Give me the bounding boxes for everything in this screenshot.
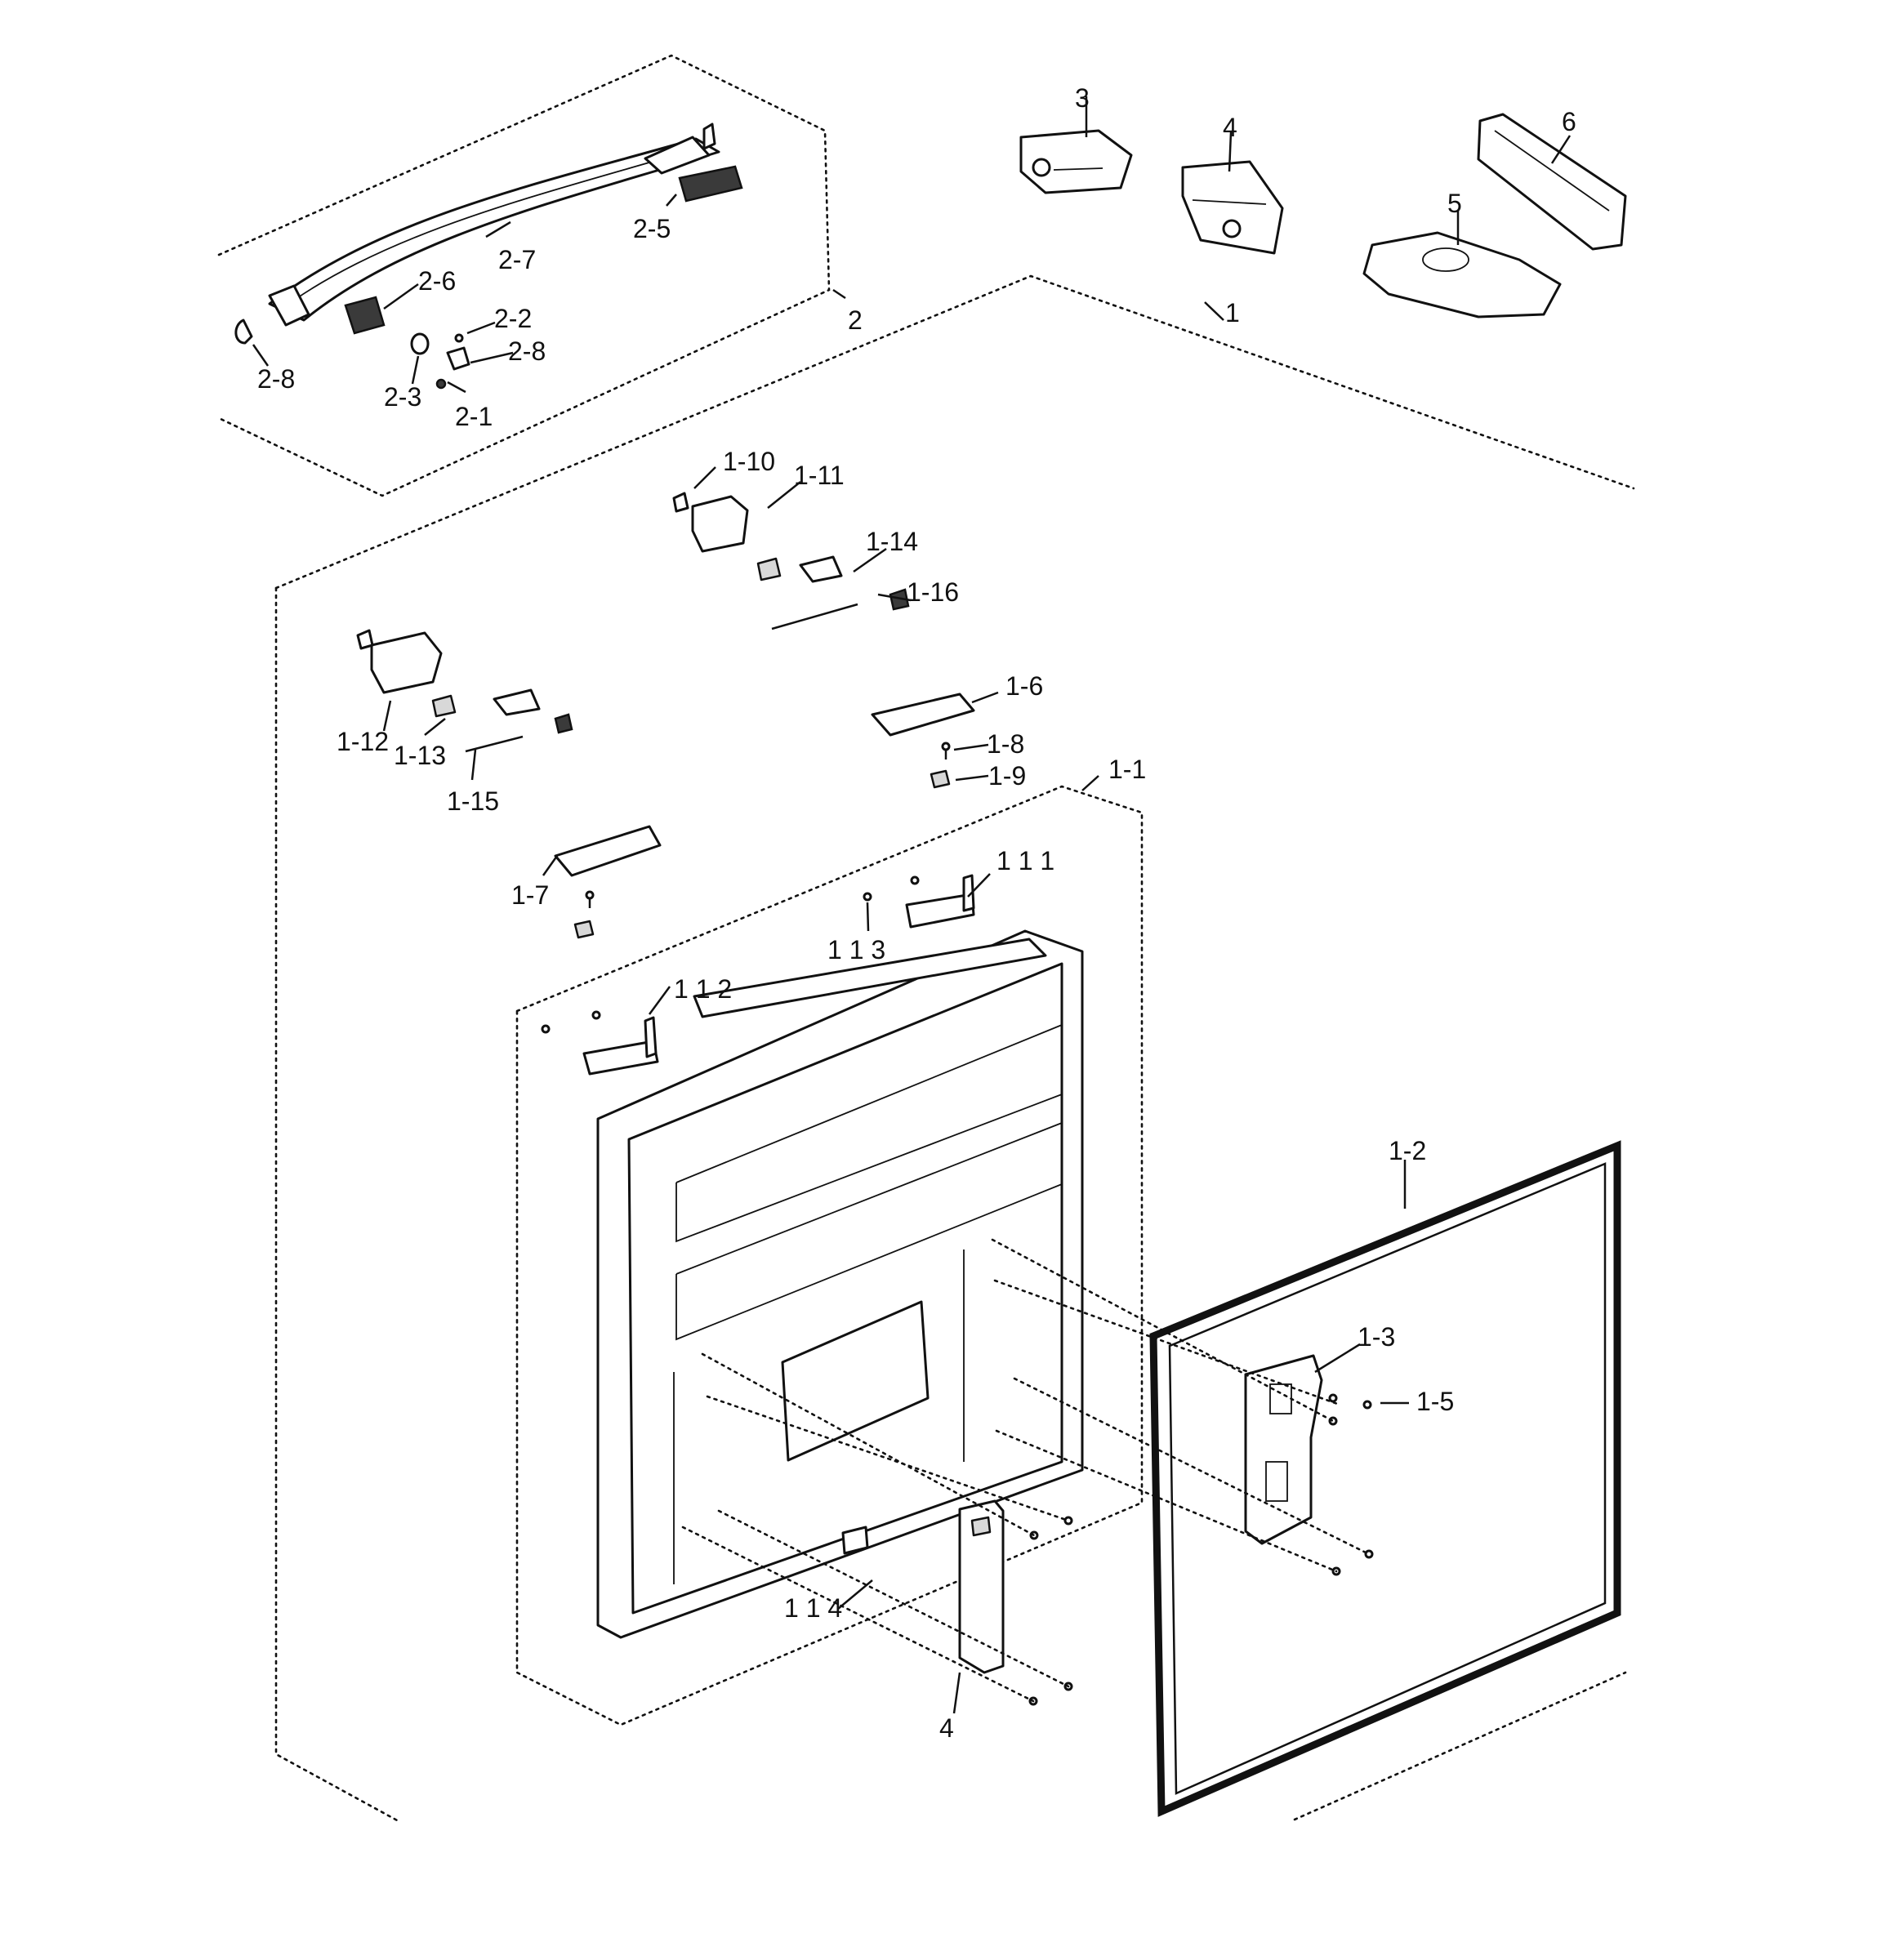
label-2: 2 <box>848 305 863 335</box>
label-1-15: 1-15 <box>447 786 500 816</box>
label-1-14: 1-14 <box>866 527 919 556</box>
hinge-icon-4 <box>1181 160 1284 255</box>
cover-icon-1-6 <box>871 693 975 737</box>
label-2-8-left: 2-8 <box>257 364 296 394</box>
hinge-cover-icon-5 <box>1362 231 1562 318</box>
boundary-door-assembly <box>274 274 1635 590</box>
upper-hinge-left-icon <box>356 629 573 753</box>
boundary-door-assembly-left <box>274 586 400 1823</box>
hinge-icon-3 <box>1019 129 1133 194</box>
label-1-5: 1-5 <box>1416 1387 1455 1416</box>
upper-hinge-right-icon <box>672 492 910 630</box>
group-boundaries <box>217 54 1635 1823</box>
label-2-2: 2-2 <box>494 304 533 333</box>
label-1-13: 1-13 <box>394 741 447 770</box>
label-2-7: 2-7 <box>498 245 537 274</box>
label-4-bottom: 4 <box>939 1713 954 1743</box>
bracket-icon-1-1-1 <box>863 874 975 929</box>
gasket-icon <box>1149 1140 1621 1817</box>
label-2-5: 2-5 <box>633 214 671 243</box>
door-panel-icon <box>596 929 1084 1639</box>
leader-lines <box>252 96 1572 1714</box>
label-5: 5 <box>1447 189 1462 218</box>
hinge-plate-icon-1-3 <box>1244 1354 1323 1545</box>
hinge-cover-icon-6 <box>1477 113 1627 251</box>
label-2-1: 2-1 <box>455 402 493 431</box>
label-1-1-1: 1 1 1 <box>996 846 1055 875</box>
screw-icons-small <box>573 742 951 939</box>
label-2-3: 2-3 <box>384 382 422 412</box>
label-1-7: 1-7 <box>511 880 550 910</box>
label-1-1-2: 1 1 2 <box>674 974 733 1004</box>
label-1-9: 1-9 <box>988 761 1027 791</box>
label-1-2: 1-2 <box>1389 1136 1427 1165</box>
boundary-door-assembly-right <box>1293 1671 1627 1821</box>
hinge-plate-icon-4 <box>958 1499 1005 1674</box>
handle-end-cap-icon <box>234 122 716 345</box>
cover-icon-1-7 <box>554 825 662 877</box>
label-6: 6 <box>1562 107 1576 136</box>
label-1-8: 1-8 <box>987 729 1025 759</box>
label-2-8-right: 2-8 <box>508 336 546 366</box>
bracket-icon-1-1-2 <box>541 1010 659 1076</box>
handle-fasteners-icon <box>410 332 470 390</box>
boundary-door-panel <box>515 785 1144 1726</box>
label-1-10: 1-10 <box>723 447 776 476</box>
label-1-6: 1-6 <box>1005 671 1044 701</box>
label-2-6: 2-6 <box>418 266 457 296</box>
label-1-3: 1-3 <box>1358 1322 1396 1352</box>
label-1: 1 <box>1225 298 1240 327</box>
label-4: 4 <box>1223 113 1237 142</box>
label-1-1-4: 1 1 4 <box>784 1593 843 1623</box>
assembly-lines <box>681 1238 1371 1703</box>
handle-insert-icon <box>344 165 743 335</box>
label-3: 3 <box>1075 83 1090 113</box>
label-1-11: 1-11 <box>794 461 845 490</box>
label-1-1: 1-1 <box>1108 755 1147 784</box>
handle-icon <box>268 136 720 327</box>
label-1-16: 1-16 <box>907 577 960 607</box>
label-1-1-3: 1 1 3 <box>827 935 886 964</box>
label-1-12: 1-12 <box>337 727 390 756</box>
boundary-handle-assembly <box>217 54 831 497</box>
